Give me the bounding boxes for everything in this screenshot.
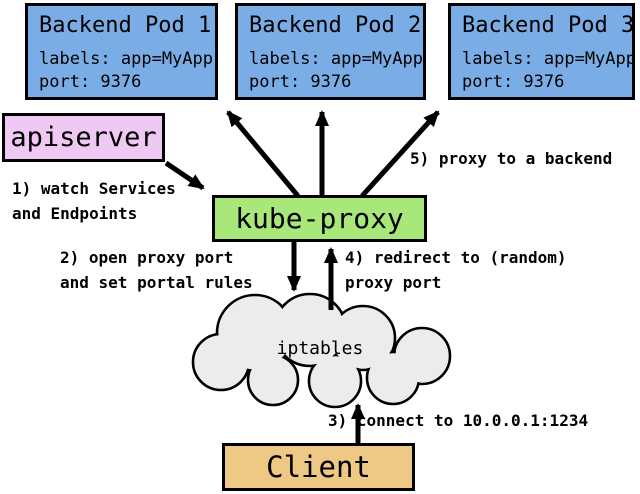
kube-proxy-label: kube-proxy xyxy=(235,202,404,235)
backend-pod-1-title: Backend Pod 1 xyxy=(39,13,212,38)
backend-pod-1-box: Backend Pod 1 labels: app=MyApp port: 93… xyxy=(25,3,218,100)
step5-proxy-backend-label: 5) proxy to a backend xyxy=(410,149,613,168)
arrow-kubeproxy-to-pod1 xyxy=(226,110,300,198)
backend-pod-2-box: Backend Pod 2 labels: app=MyApp port: 93… xyxy=(235,3,426,100)
step2-open-proxy-port-label: 2) open proxy port and set portal rules xyxy=(60,248,253,292)
backend-pod-3-box: Backend Pod 3 labels: app=MyApp port: 93… xyxy=(448,3,636,100)
backend-pod-2-port: port: 9376 xyxy=(249,72,352,92)
apiserver-box: apiserver xyxy=(2,113,165,162)
step1-watch-services-label: 1) watch Services and Endpoints xyxy=(12,179,176,223)
backend-pod-2-labels: labels: app=MyApp xyxy=(249,49,423,69)
kube-proxy-box: kube-proxy xyxy=(212,195,427,242)
apiserver-label: apiserver xyxy=(10,122,157,153)
step3-connect-label: 3) connect to 10.0.0.1:1234 xyxy=(328,411,589,430)
client-label: Client xyxy=(266,450,371,484)
backend-pod-3-labels: labels: app=MyApp xyxy=(462,49,636,69)
client-box: Client xyxy=(222,443,415,491)
backend-pod-1-labels: labels: app=MyApp xyxy=(39,49,213,69)
backend-pod-3-title: Backend Pod 3 xyxy=(462,13,635,38)
iptables-cloud-label: iptables xyxy=(276,338,364,359)
backend-pod-1-port: port: 9376 xyxy=(39,72,142,92)
backend-pod-2-title: Backend Pod 2 xyxy=(249,13,422,38)
step4-redirect-label: 4) redirect to (random) proxy port xyxy=(345,248,567,292)
backend-pod-3-port: port: 9376 xyxy=(462,72,565,92)
